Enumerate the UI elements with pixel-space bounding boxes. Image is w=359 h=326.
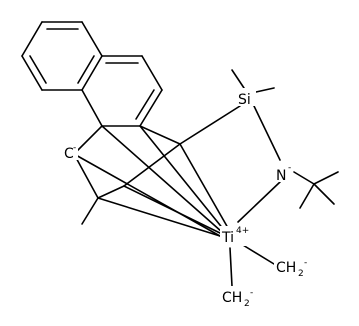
middle-ring: [81, 55, 163, 127]
svg-text:4+: 4+: [236, 226, 249, 236]
ring-silicon-bond: [179, 105, 241, 145]
nitrogen-label: N -: [274, 163, 292, 184]
silicon-label: Si: [236, 88, 256, 108]
ring-methyl-bond: [81, 197, 99, 225]
carbanion-label: C -: [62, 143, 78, 162]
bonds: [21, 21, 339, 287]
methylene-label-1: CH 2 -: [274, 256, 310, 279]
haptic-bonds: [73, 125, 229, 237]
titanium-methylene-bond-2: [229, 247, 233, 287]
svg-text:Si: Si: [238, 92, 251, 108]
svg-text:-: -: [250, 288, 253, 298]
svg-text:-: -: [73, 143, 76, 153]
svg-text:-: -: [304, 258, 307, 268]
atom-labels: C - Si N - Ti 4+ CH 2 - C: [62, 88, 310, 309]
svg-text:-: -: [288, 163, 291, 173]
svg-text:CH: CH: [222, 290, 242, 306]
five-membered-ring: [73, 125, 181, 199]
silicon-nitrogen-bond: [253, 105, 281, 161]
methylene-label-2: CH 2 -: [220, 286, 256, 309]
svg-text:Ti: Ti: [221, 230, 234, 246]
titanium-label: Ti 4+: [220, 226, 249, 246]
svg-text:N: N: [276, 168, 286, 184]
svg-text:C: C: [64, 146, 74, 162]
svg-text:CH: CH: [276, 260, 296, 276]
silicon-methyl-bond-1: [231, 69, 245, 89]
tert-butyl: [293, 171, 339, 209]
benzo-ring: [21, 21, 103, 91]
nitrogen-titanium-bond: [237, 181, 281, 223]
svg-text:2: 2: [298, 269, 304, 279]
svg-text:2: 2: [244, 299, 250, 309]
silicon-methyl-bond-2: [255, 87, 275, 93]
